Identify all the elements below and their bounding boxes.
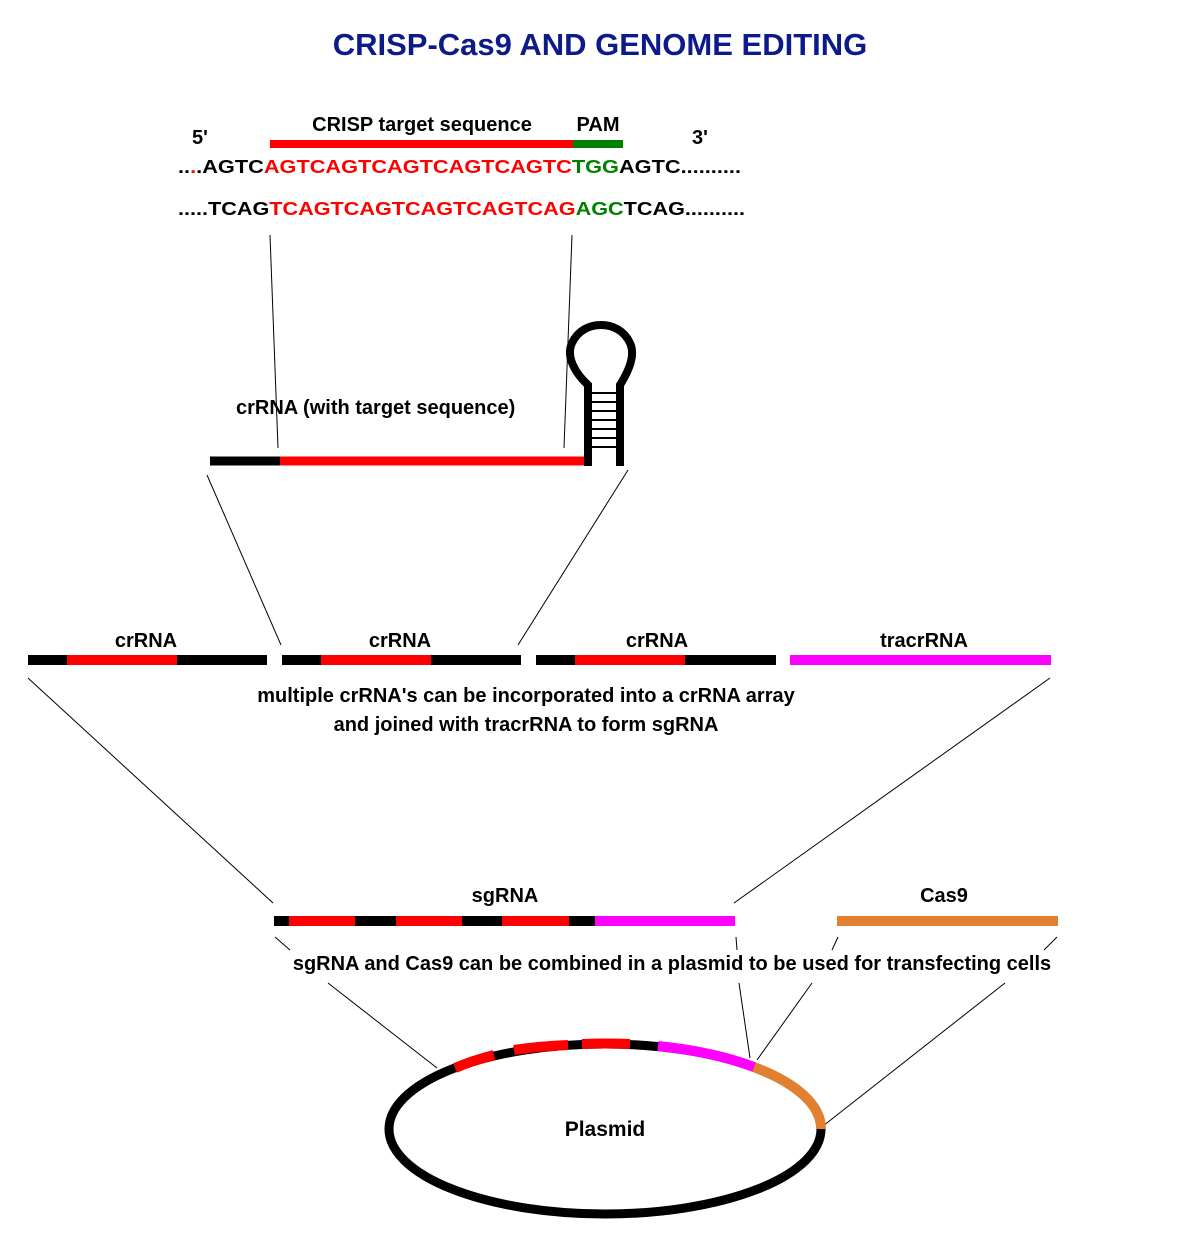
connector-line	[733, 677, 1051, 904]
array-unit-label: tracrRNA	[880, 630, 968, 652]
connector-line	[274, 936, 291, 951]
connector-line	[735, 936, 738, 951]
strand-dot: .	[196, 157, 202, 177]
sgrna-label: sgRNA	[472, 885, 539, 907]
connector-line	[822, 982, 1006, 1127]
connector-line	[1043, 936, 1058, 951]
connector-line	[269, 234, 279, 449]
connector-line	[517, 469, 629, 646]
bottom-strand-right: TCAG..........	[624, 199, 745, 219]
bottom-strand-target: TCAGTCAGTCAGTCAGTCAG	[269, 199, 575, 219]
five-prime-label: 5'	[192, 127, 208, 149]
top-strand-dots: ....	[178, 157, 202, 177]
array-unit-label: crRNA	[369, 630, 431, 652]
array-unit-label: crRNA	[115, 630, 177, 652]
crrna-label: crRNA (with target sequence)	[236, 397, 515, 419]
top-strand-left: AGTC	[202, 157, 264, 177]
pam-label: PAM	[577, 114, 620, 136]
three-prime-label: 3'	[692, 127, 708, 149]
connector-line	[831, 936, 839, 951]
plasmid-label: Plasmid	[565, 1118, 646, 1141]
strand-dot: .	[178, 157, 184, 177]
connector-line	[27, 677, 274, 904]
bottom-strand-left: .....TCAG	[178, 199, 269, 219]
top-strand-target: AGTCAGTCAGTCAGTCAGTC	[264, 157, 572, 177]
bottom-strand-pam: AGC	[576, 199, 624, 219]
hairpin-loop-icon	[566, 320, 637, 466]
array-caption-line1: multiple crRNA's can be incorporated int…	[257, 685, 795, 707]
cas9-label: Cas9	[920, 885, 968, 907]
connector-line	[206, 474, 282, 646]
connector-line	[756, 982, 813, 1061]
top-strand-pam: TGG	[572, 157, 619, 177]
top-strand-right: AGTC..........	[619, 157, 741, 177]
sgrna-caption: sgRNA and Cas9 can be combined in a plas…	[293, 953, 1051, 975]
connector-line	[563, 234, 573, 449]
plasmid-ring	[384, 1038, 827, 1219]
connector-line	[327, 982, 438, 1069]
connector-line	[738, 982, 751, 1059]
strand-dot: .	[190, 157, 196, 177]
target-sequence-label: CRISP target sequence	[312, 114, 532, 136]
array-caption-line2: and joined with tracrRNA to form sgRNA	[334, 714, 719, 736]
array-unit-label: crRNA	[626, 630, 688, 652]
strand-dot: .	[184, 157, 190, 177]
diagram-title: CRISP-Cas9 AND GENOME EDITING	[333, 27, 868, 62]
